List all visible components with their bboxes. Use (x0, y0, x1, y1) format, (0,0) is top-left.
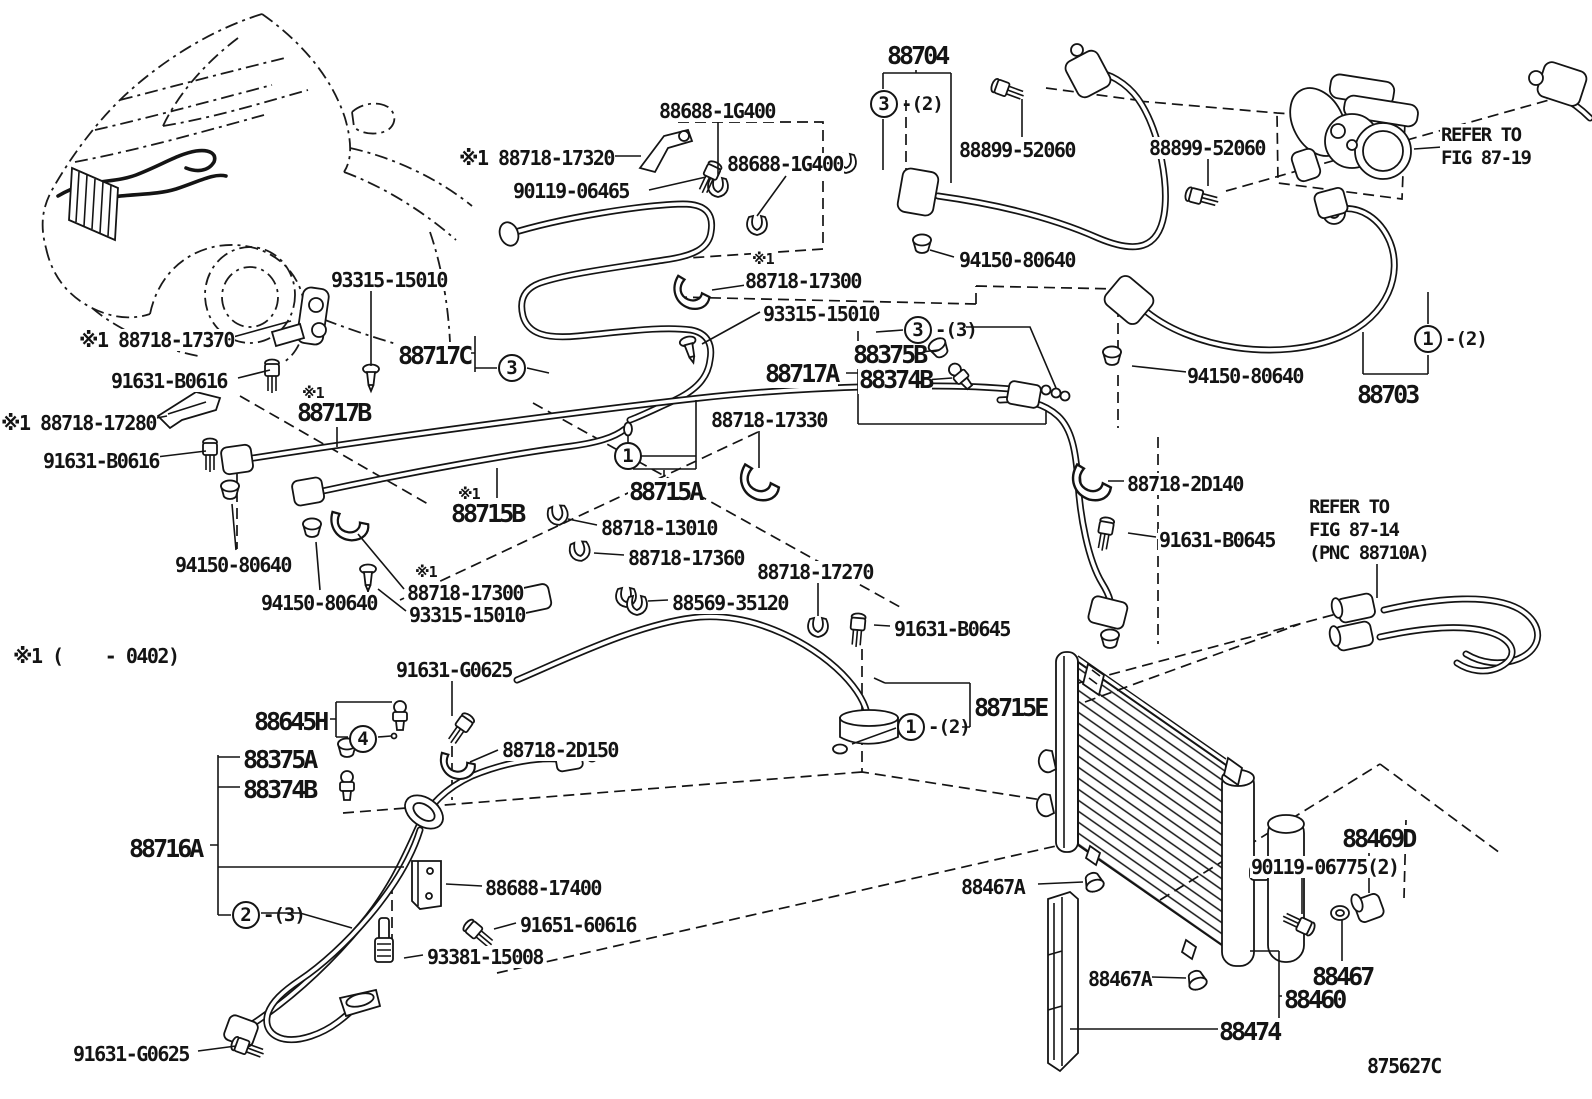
part-label-8856935120: 88569-35120 (671, 591, 789, 615)
part-label-8871817300: 88718-17300 (406, 581, 524, 605)
part-label-8871813010: 88718-13010 (600, 516, 718, 540)
part-label-9331515010: 93315-15010 (408, 603, 526, 627)
leader-lines (145, 62, 1457, 1052)
part-label-88703: 88703 (1356, 380, 1420, 409)
bracket-88718-17320 (638, 128, 694, 174)
part-label-88715e: 88715E (973, 693, 1049, 722)
pipe-fittings (220, 43, 1588, 1048)
part-label-refertofig8719: REFER TO FIG 87-19 (1440, 124, 1532, 170)
bracket-88718-17280 (156, 391, 222, 430)
part-label-88645h: 88645H (253, 707, 329, 736)
part-label-9165160616: 91651-60616 (519, 913, 637, 937)
part-label-88716a: 88716A (128, 834, 204, 863)
part-label-10402: ※1 ( - 0402) (12, 644, 180, 668)
part-label-8889952060: 88899-52060 (1148, 136, 1266, 160)
compressor (1289, 73, 1419, 183)
circled-marker-1: 1 (897, 713, 925, 741)
circled-marker-3: 3 (904, 316, 932, 344)
part-label-1: ※1 (751, 250, 775, 268)
part-label-88474: 88474 (1218, 1017, 1282, 1046)
part-label-887182d140: 88718-2D140 (1126, 472, 1244, 496)
condenser (1035, 651, 1385, 1073)
part-label-9415080640: 94150-80640 (1186, 364, 1304, 388)
part-label-91631g0625: 91631-G0625 (395, 658, 513, 682)
circled-marker-3: 3 (498, 354, 526, 382)
part-label-91631b0616: 91631-B0616 (110, 369, 228, 393)
part-label-88717b: 88717B (296, 398, 372, 427)
part-label-88467: 88467 (1311, 962, 1375, 991)
part-label-8889952060: 88899-52060 (958, 138, 1076, 162)
part-label-88467a: 88467A (1087, 967, 1153, 991)
part-label-887182d150: 88718-2D150 (501, 738, 619, 762)
circled-marker-2: 2 (232, 901, 260, 929)
part-label-9338115008: 93381-15008 (426, 945, 544, 969)
part-label-9011906465: 90119-06465 (512, 179, 630, 203)
part-label-9331515010: 93315-15010 (762, 302, 880, 326)
car-sketch (41, 13, 473, 363)
part-label-8871817360: 88718-17360 (627, 546, 745, 570)
part-label-8871817300: 88718-17300 (744, 269, 862, 293)
part-label-88460: 88460 (1283, 985, 1347, 1014)
circled-marker-1: 1 (614, 442, 642, 470)
part-label-88375a: 88375A (242, 745, 318, 774)
part-label-9331515010: 93315-15010 (330, 268, 448, 292)
part-label-88715b: 88715B (450, 499, 526, 528)
part-label-88715a: 88715A (628, 477, 704, 506)
part-label-875627c: 875627C (1366, 1054, 1442, 1078)
marker-quantity-suffix: -(2) (928, 716, 971, 738)
part-label-88469d: 88469D (1341, 824, 1417, 853)
circled-marker-4: 4 (349, 725, 377, 753)
hardware (156, 76, 1221, 1062)
part-label-88374b: 88374B (858, 365, 934, 394)
receiver-drier (1267, 815, 1305, 963)
marker-quantity-suffix: -(2) (1445, 328, 1488, 350)
part-label-88717c: 88717C (397, 341, 473, 370)
part-label-8871817270: 88718-17270 (756, 560, 874, 584)
part-label-91631g0625: 91631-G0625 (72, 1042, 190, 1066)
part-label-8871817330: 88718-17330 (710, 408, 828, 432)
marker-quantity-suffix: -(3) (263, 904, 306, 926)
part-label-88467a: 88467A (960, 875, 1026, 899)
part-label-88717a: 88717A (764, 359, 840, 388)
part-label-18871817370: ※1 88718-17370 (78, 328, 235, 352)
marker-quantity-suffix: -(2) (901, 93, 944, 115)
part-label-88375b: 88375B (852, 340, 928, 369)
marker-quantity-suffix: -(3) (935, 319, 978, 341)
part-label-9415080640: 94150-80640 (174, 553, 292, 577)
condenser-baffle (1047, 890, 1079, 1073)
part-label-1: ※1 (457, 485, 481, 503)
part-label-1: ※1 (414, 563, 438, 581)
part-label-9415080640: 94150-80640 (260, 591, 378, 615)
engine-bay-pipes (56, 148, 217, 198)
bracket-88688-17400 (411, 860, 442, 910)
part-label-8868817400: 88688-17400 (484, 876, 602, 900)
circled-marker-3: 3 (870, 90, 898, 118)
part-label-886881g400: 88688-1G400 (726, 152, 844, 176)
part-label-9415080640: 94150-80640 (958, 248, 1076, 272)
part-label-91631b0645: 91631-B0645 (893, 617, 1011, 641)
part-label-refertofig8714pnc88710a: REFER TO FIG 87-14 (PNC 88710A) (1308, 496, 1430, 565)
part-label-88704: 88704 (886, 41, 950, 70)
part-label-18871817320: ※1 88718-17320 (458, 146, 615, 170)
part-label-886881g400: 88688-1G400 (658, 99, 776, 123)
circled-marker-1: 1 (1414, 325, 1442, 353)
part-label-91631b0616: 91631-B0616 (42, 449, 160, 473)
part-label-18871817280: ※1 88718-17280 (0, 411, 157, 435)
part-label-91631b0645: 91631-B0645 (1158, 528, 1276, 552)
part-label-90119067752: 90119-06775(2) (1250, 855, 1400, 879)
part-label-88374b: 88374B (242, 775, 318, 804)
part-label-1: ※1 (301, 384, 325, 402)
